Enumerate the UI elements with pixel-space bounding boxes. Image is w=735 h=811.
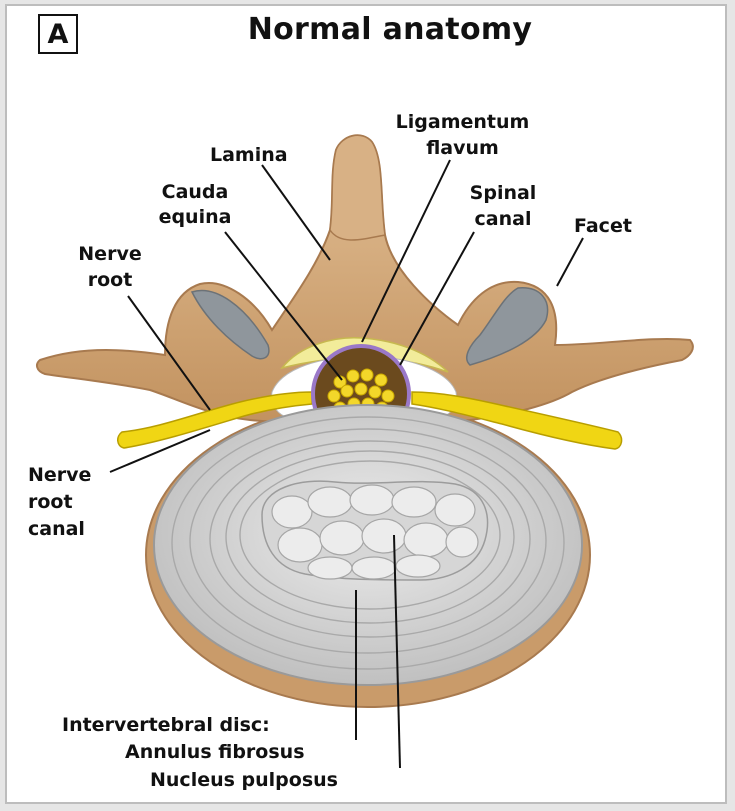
label-facet: Facet xyxy=(574,214,632,238)
label-lamina: Lamina xyxy=(210,143,288,167)
leader-facet xyxy=(557,238,583,286)
label-spinal-canal-line1: Spinal xyxy=(448,181,558,205)
label-ligamentum-flavum-line2: flavum xyxy=(370,136,555,160)
label-nerve-root-canal-line2: root xyxy=(28,490,73,514)
label-nucleus-pulposus: Nucleus pulposus xyxy=(150,768,338,792)
label-intervertebral-disc: Intervertebral disc: xyxy=(62,713,270,737)
label-nerve-root-line2: root xyxy=(60,268,160,292)
label-nerve-root-canal-line1: Nerve xyxy=(28,463,91,487)
label-cauda-equina-line2: equina xyxy=(140,205,250,229)
leader-lamina xyxy=(262,165,330,260)
label-annulus-fibrosus: Annulus fibrosus xyxy=(125,740,305,764)
label-nerve-root-line1: Nerve xyxy=(60,242,160,266)
label-cauda-equina-line1: Cauda xyxy=(140,180,250,204)
label-spinal-canal-line2: canal xyxy=(448,207,558,231)
label-ligamentum-flavum-line1: Ligamentum xyxy=(370,110,555,134)
label-nerve-root-canal-line3: canal xyxy=(28,517,85,541)
